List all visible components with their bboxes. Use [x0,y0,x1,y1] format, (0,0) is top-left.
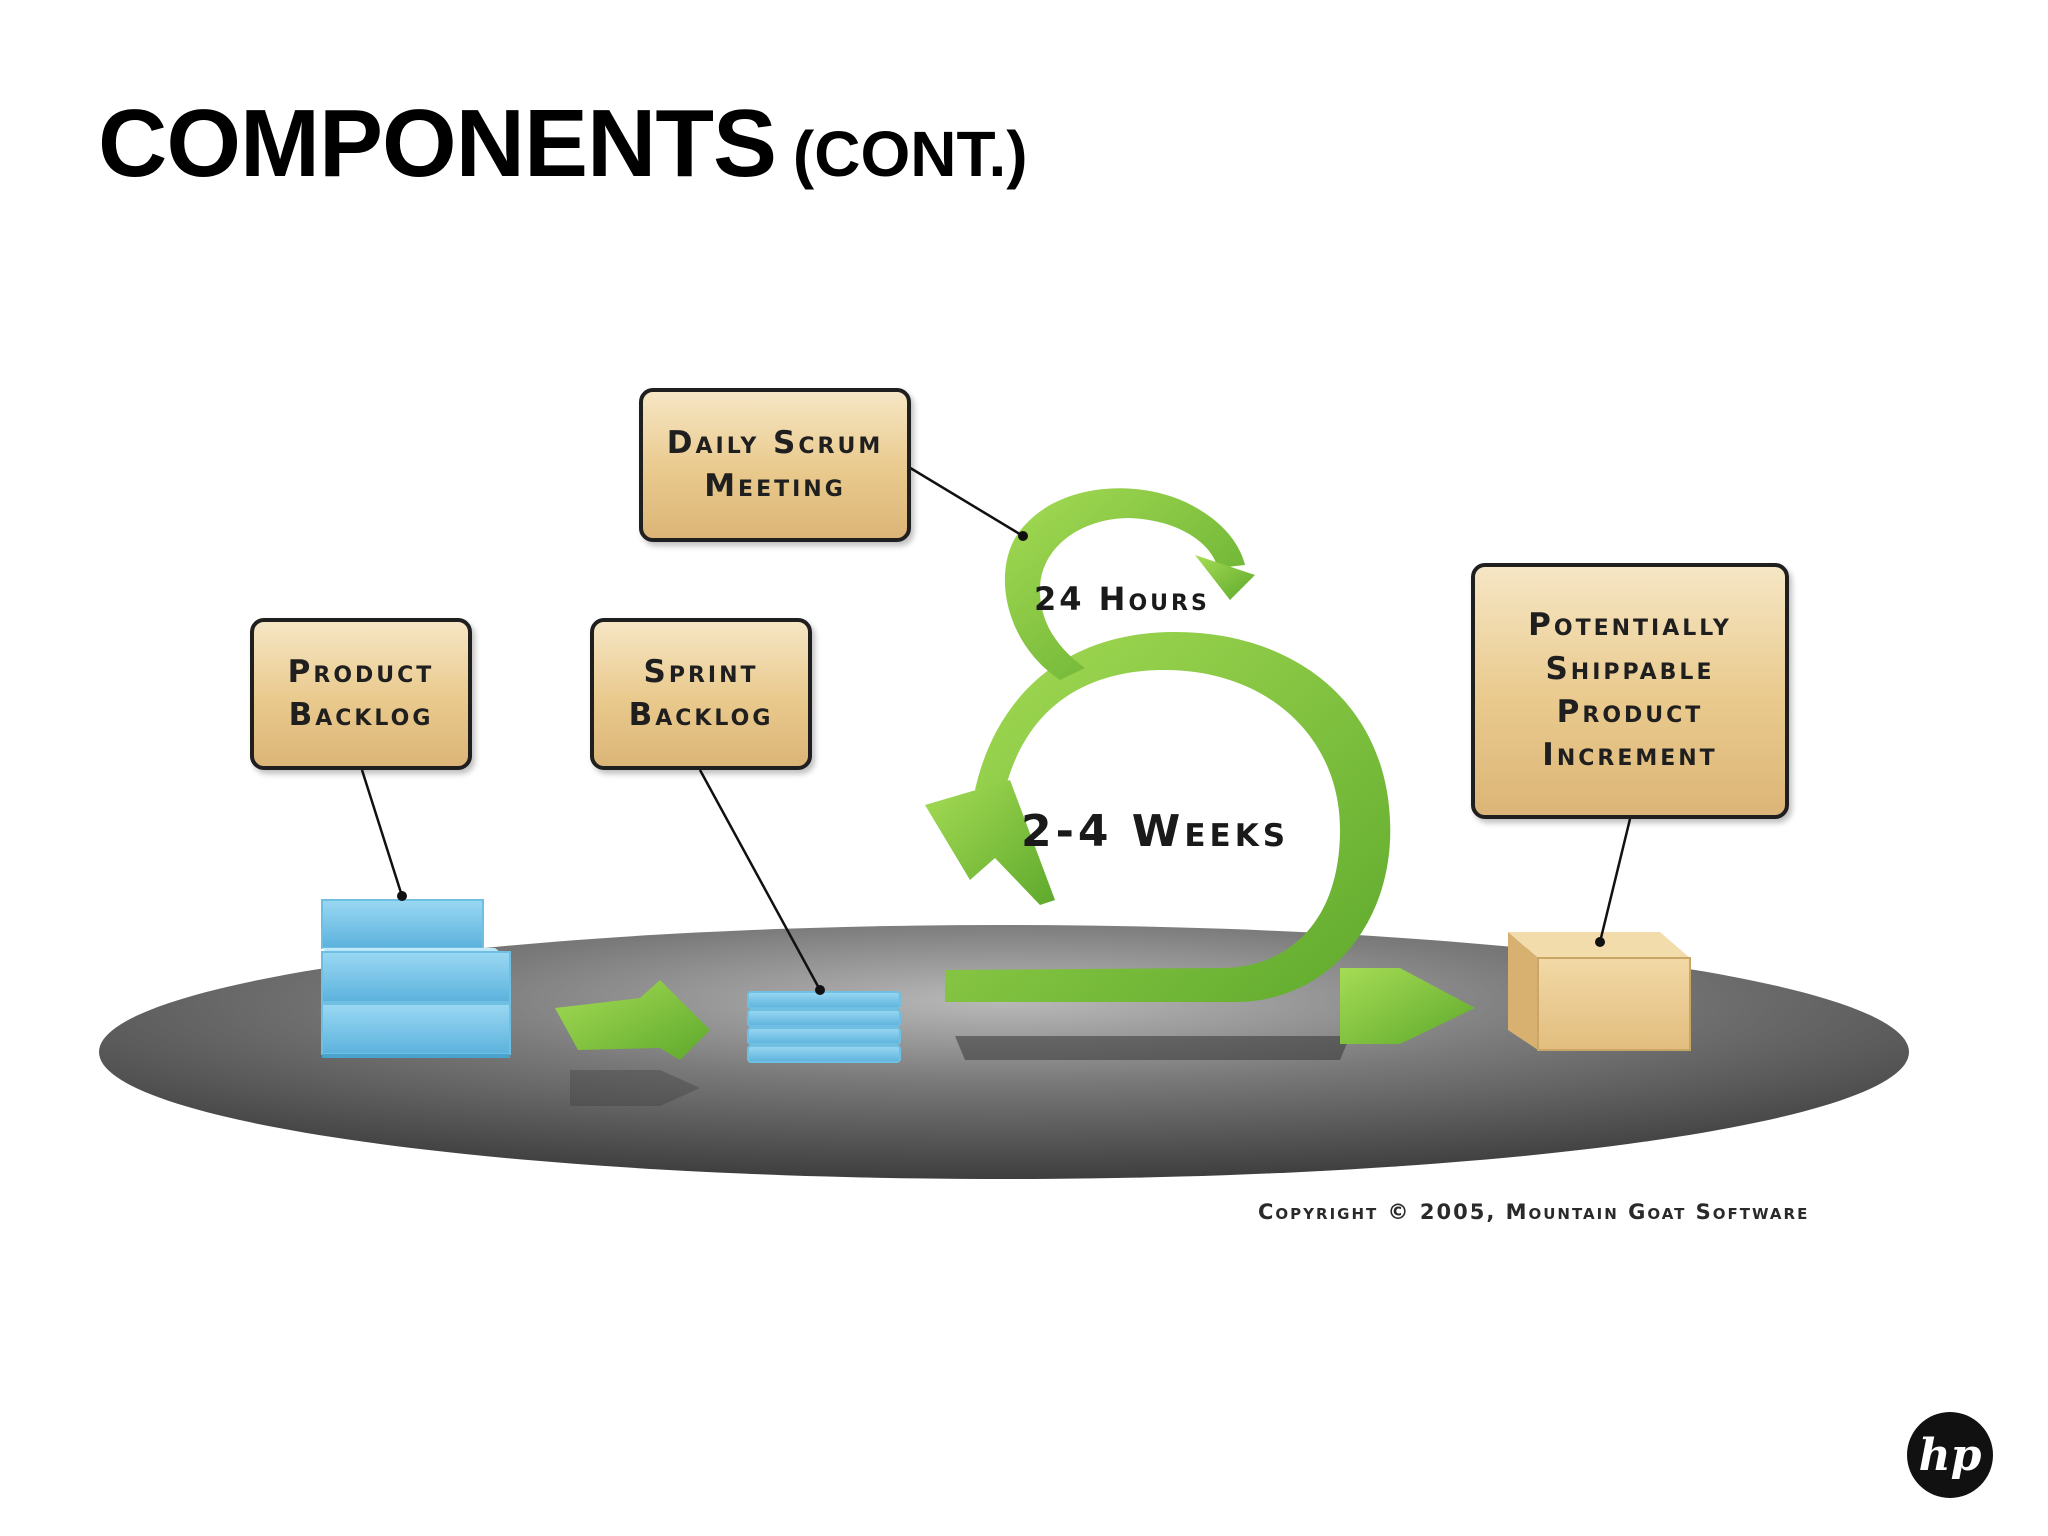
daily-cycle-label: 24 Hours [1034,580,1210,618]
increment-box [1508,932,1691,1051]
product-backlog-box: Product Backlog [250,618,472,770]
sprint-cycle-arrow [925,631,1475,1060]
slide-title-suffix: (CONT.) [792,118,1028,190]
connector-dots [397,531,1605,995]
daily-cycle-arrow [1004,488,1255,680]
copyright-notice: Copyright © 2005, Mountain Goat Software [1258,1200,1810,1224]
product-backlog-stack [321,899,511,1058]
daily-scrum-meeting-box: Daily Scrum Meeting [639,388,911,542]
sprint-backlog-stack [747,991,901,1063]
potentially-shippable-increment-box: Potentially Shippable Product Increment [1471,563,1789,819]
slide-title: COMPONENTS (CONT.) [98,96,1028,192]
hp-logo-icon: hp [1907,1412,1993,1498]
slide-title-main: COMPONENTS [98,90,777,197]
hp-logo-text: hp [1919,1430,1982,1481]
sprint-backlog-box: Sprint Backlog [590,618,812,770]
backlog-to-sprint-arrow [555,980,710,1106]
sprint-cycle-label: 2-4 Weeks [1021,806,1290,857]
connector-lines [360,464,1632,991]
